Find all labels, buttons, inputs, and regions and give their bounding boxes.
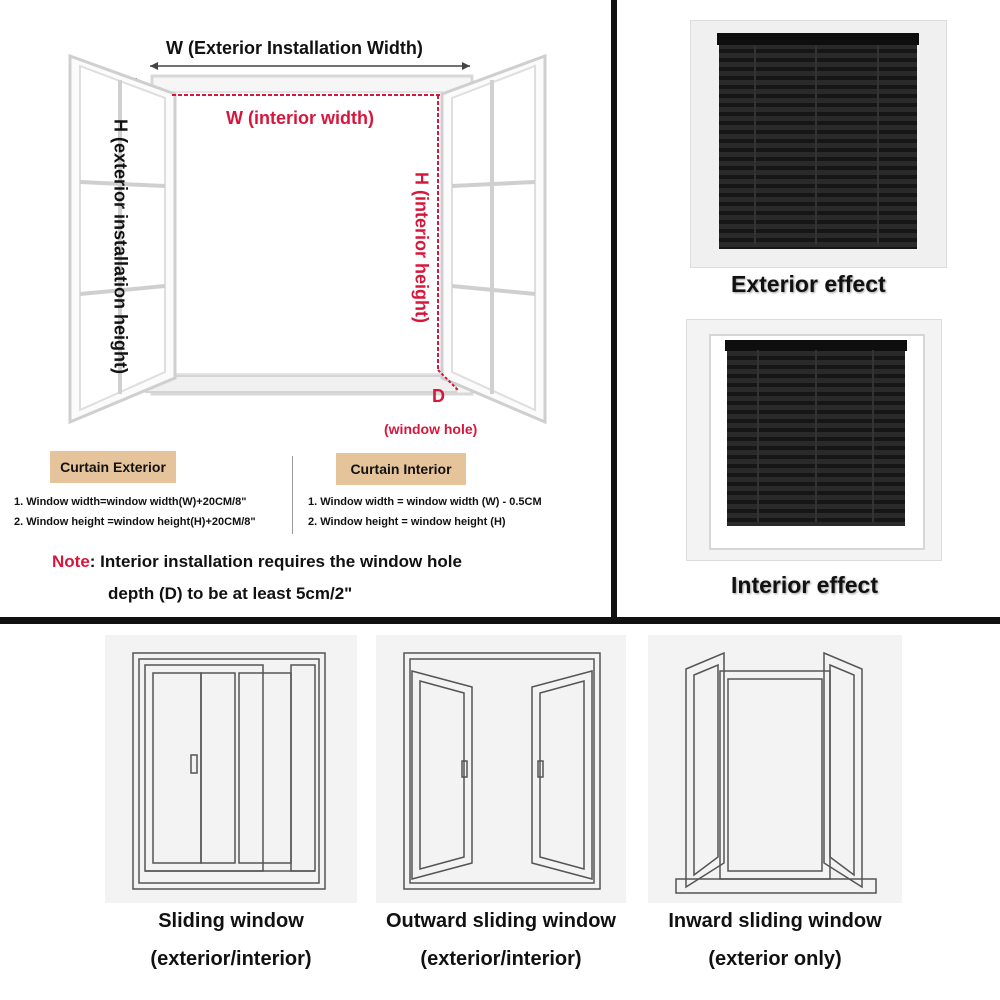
- outward-window-title: Outward sliding window: [386, 910, 616, 932]
- depth-label: (window hole): [384, 421, 478, 437]
- inward-window-title: Inward sliding window: [668, 910, 882, 932]
- exterior-effect-title: Exterior effect: [731, 271, 886, 297]
- outward-window-drawing: [403, 652, 601, 890]
- note-line-1: Note: Interior installation requires the…: [52, 552, 462, 572]
- depth-letter: D: [432, 386, 445, 406]
- horizontal-divider: [0, 617, 1000, 624]
- interior-height-label: H (interior height): [411, 172, 432, 323]
- sliding-window-title: Sliding window: [158, 910, 304, 932]
- interior-width-label: W (interior width): [226, 108, 374, 128]
- outward-window-sub: (exterior/interior): [420, 948, 582, 970]
- interior-rule-1: 1. Window width = window width (W) - 0.5…: [308, 496, 542, 508]
- interior-ladder-cords: [727, 350, 905, 522]
- window-measurement-diagram: [68, 53, 547, 425]
- exterior-headrail: [717, 33, 919, 45]
- curtain-exterior-tag: Curtain Exterior: [50, 451, 176, 483]
- inward-window-sub: (exterior only): [708, 948, 842, 970]
- note-prefix: Note: [52, 552, 90, 571]
- exterior-effect-photo: [690, 20, 947, 268]
- exterior-ladder-cords: [719, 45, 917, 245]
- interior-effect-photo: [686, 319, 942, 561]
- note-line-2: depth (D) to be at least 5cm/2": [108, 584, 353, 603]
- interior-effect-title: Interior effect: [731, 572, 878, 598]
- exterior-rule-2: 2. Window height =window height(H)+20CM/…: [14, 516, 256, 528]
- curtain-interior-tag: Curtain Interior: [336, 453, 466, 485]
- sliding-window-drawing: [132, 652, 326, 890]
- rule-divider: [292, 456, 293, 534]
- exterior-height-label: H (exterior installation height): [110, 118, 131, 375]
- exterior-rule-1: 1. Window width=window width(W)+20CM/8": [14, 496, 247, 508]
- interior-rule-2: 2. Window height = window height (H): [308, 516, 506, 528]
- interior-headrail: [725, 340, 907, 351]
- note-colon: :: [89, 552, 96, 571]
- note-text-1: Interior installation requires the windo…: [95, 552, 462, 571]
- vertical-divider: [611, 0, 617, 620]
- inward-window-drawing: [675, 651, 877, 894]
- exterior-width-label: W (Exterior Installation Width): [166, 38, 423, 58]
- sliding-window-sub: (exterior/interior): [150, 948, 312, 970]
